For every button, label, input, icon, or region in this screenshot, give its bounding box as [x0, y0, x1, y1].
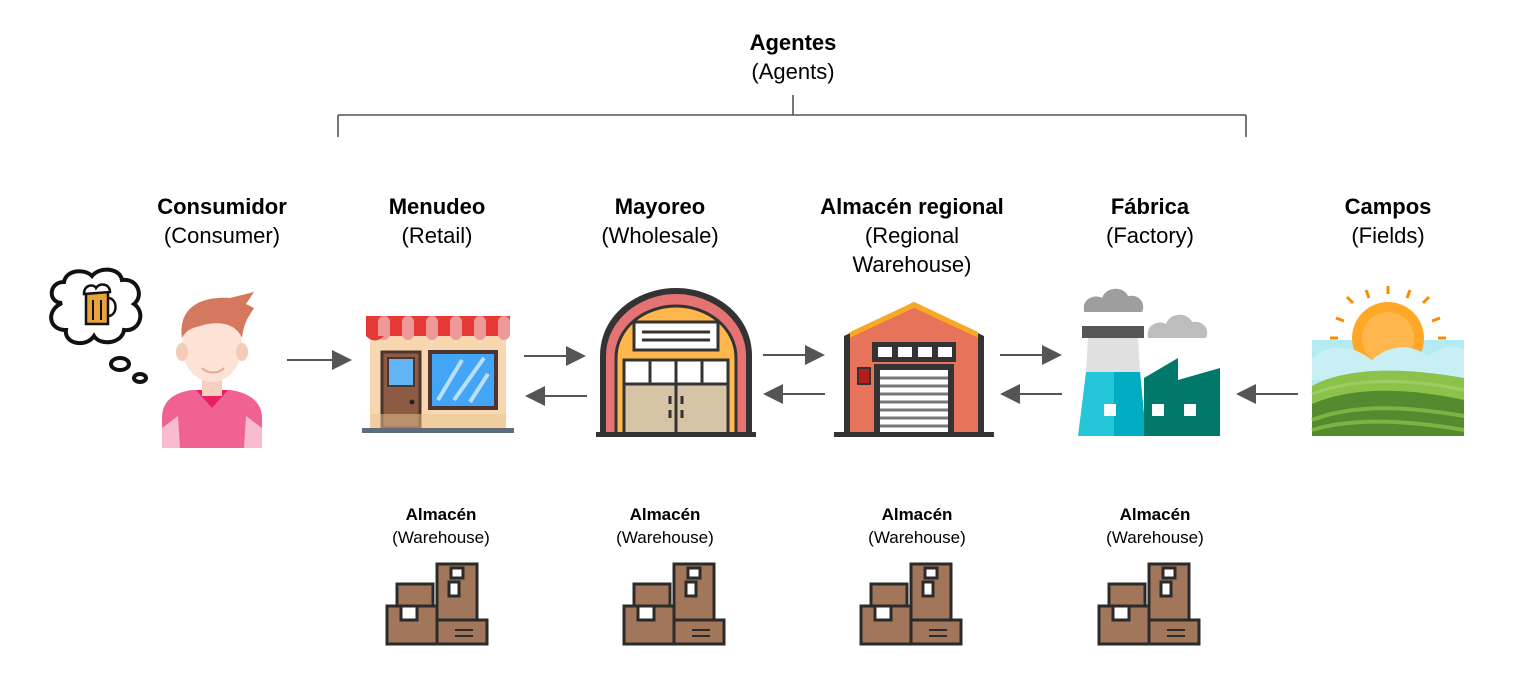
agents-subtitle: (Agents): [751, 59, 835, 84]
agent-label-fields: Campos (Fields): [1344, 194, 1432, 248]
agent-label-factory: Fábrica (Factory): [1106, 194, 1194, 248]
agents-header: Agentes (Agents): [643, 28, 943, 86]
agent-label-consumer: Consumidor (Consumer): [157, 194, 287, 248]
warehouse-label-factory: Almacén (Warehouse): [1106, 505, 1204, 547]
retail-store-icon: [362, 316, 514, 433]
agents-title: Agentes: [749, 30, 837, 55]
factory-icon: [1078, 288, 1220, 436]
regional-warehouse-icon: [834, 302, 994, 437]
fields-icon: [1311, 286, 1465, 436]
agent-label-regional-warehouse: Almacén regional (Regional Warehouse): [820, 194, 1004, 277]
boxes-icon: [385, 562, 489, 646]
boxes-icon: [859, 562, 963, 646]
warehouse-label-wholesale: Almacén (Warehouse): [616, 505, 714, 547]
warehouse-label-regional: Almacén (Warehouse): [868, 505, 966, 547]
boxes-icon: [622, 562, 726, 646]
warehouse-label-retail: Almacén (Warehouse): [392, 505, 490, 547]
consumer-icon: [49, 267, 262, 448]
agent-label-wholesale: Mayoreo (Wholesale): [601, 194, 719, 248]
boxes-icon: [1097, 562, 1201, 646]
wholesale-warehouse-icon: [596, 288, 756, 437]
agent-label-retail: Menudeo (Retail): [388, 194, 486, 248]
